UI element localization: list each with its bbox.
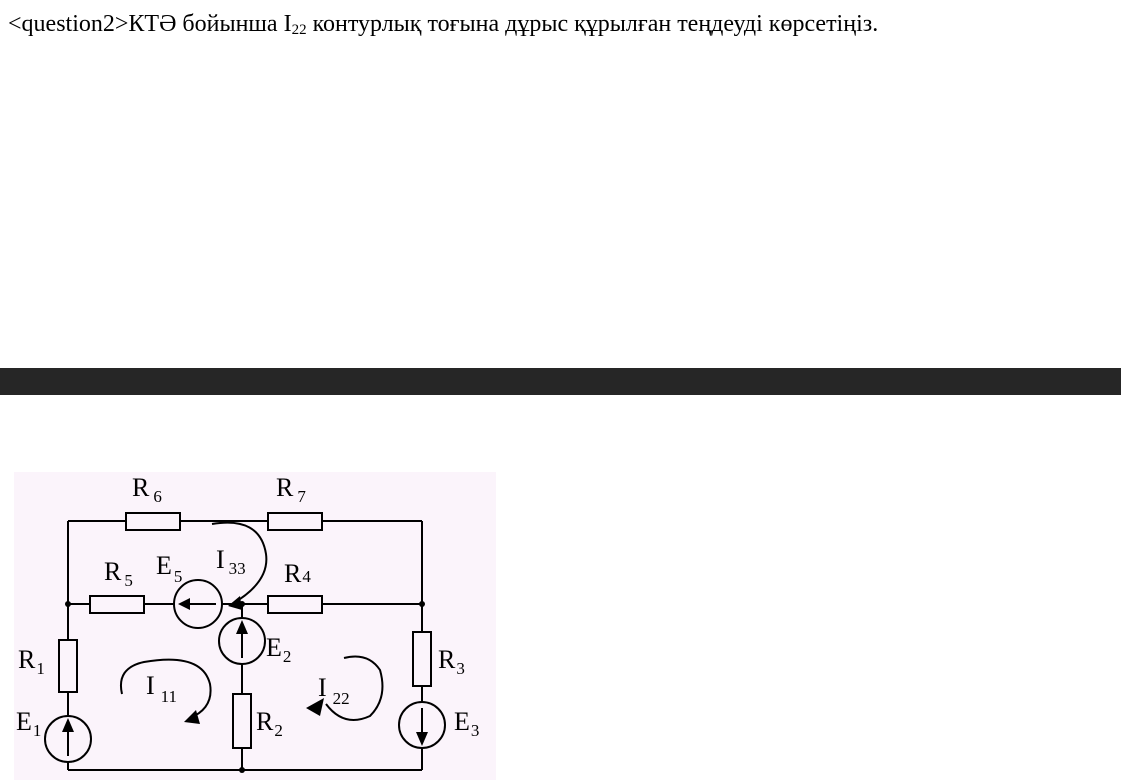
arrowhead-i22 [306,698,324,716]
arrowhead-i33 [228,596,242,610]
node-left-middle [65,601,71,607]
node-center-bottom [239,767,245,773]
question-text-before: КТӘ бойынша I [128,11,292,37]
source-e5 [173,579,223,629]
arrowhead-e3 [416,732,428,746]
resistor-r5 [89,595,145,614]
arrowhead-e5 [178,598,190,610]
label-r2: R2 [256,707,283,740]
label-e3: E3 [454,707,479,740]
resistor-r6 [125,512,181,531]
arrowhead-e1 [62,718,74,732]
resistor-r3 [412,631,432,687]
node-center-middle [239,601,245,607]
question-tag: <question2> [8,11,129,37]
source-e2 [218,617,266,665]
label-r4: R4 [284,559,311,588]
arrowhead-e2 [236,620,248,634]
question-subscript: 22 [291,22,307,38]
resistor-r1 [58,639,78,693]
resistor-r4 [267,595,323,614]
question-text: <question2>КТӘ бойынша I22 контурлық тоғ… [8,8,878,46]
source-e1 [44,715,92,763]
source-e3 [398,701,446,749]
resistor-r2 [232,693,252,749]
node-right-middle [419,601,425,607]
label-e1: E1 [16,707,41,740]
label-r1: R1 [18,645,45,678]
loop-i22-arc [325,655,384,721]
arrowhead-i11 [184,710,200,724]
divider-bar [0,368,1121,395]
question-text-after: контурлық тоғына дұрыс құрылған теңдеуді… [306,11,879,37]
label-r3: R3 [438,645,465,678]
loop-i11-arc [120,658,212,719]
resistor-r7 [267,512,323,531]
label-e2: E2 [266,633,291,666]
loop-i33-arc [211,521,268,605]
